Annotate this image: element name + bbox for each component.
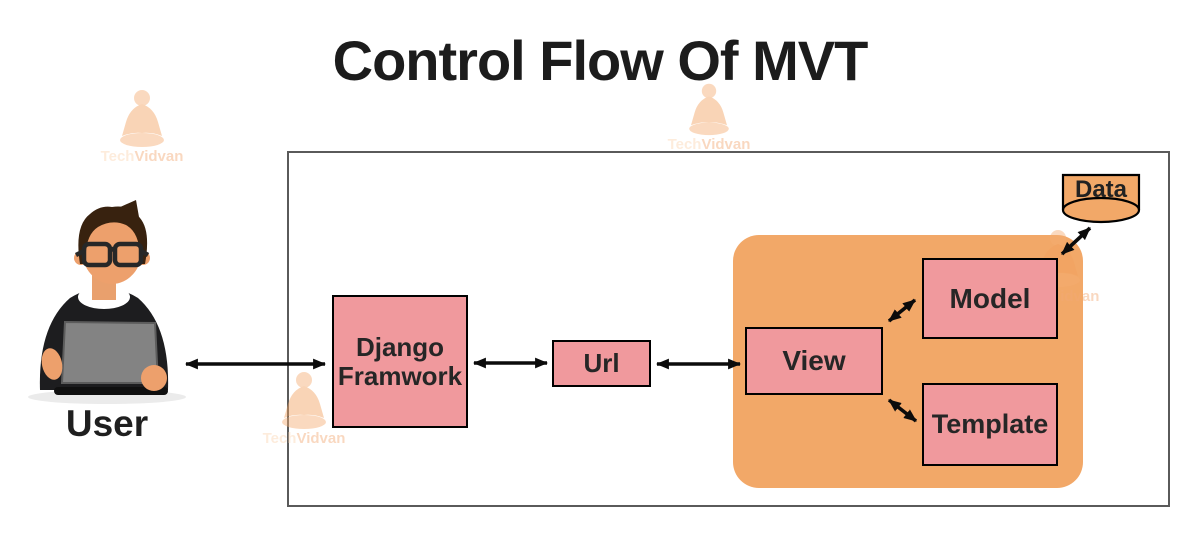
node-view-label: View	[782, 345, 846, 376]
user-hair-quiff	[118, 200, 139, 217]
node-data-label: Data	[1074, 176, 1128, 203]
diagram-title: Control Flow Of MVT	[332, 29, 869, 92]
node-django-framework-line2: Framwork	[337, 360, 463, 391]
node-url-label: Url	[583, 348, 620, 378]
user-hair	[78, 206, 148, 264]
user-glasses	[74, 241, 150, 268]
laptop-base	[54, 387, 168, 395]
user-label: User	[65, 403, 149, 444]
database-cylinder-icon	[1061, 173, 1141, 224]
techvidvan-watermark: TechVidvan	[96, 88, 188, 165]
node-template: Template	[922, 383, 1058, 466]
techvidvan-watermark-text: TechVidvan	[100, 148, 184, 165]
user-hand-left	[41, 348, 63, 380]
node-model-label: Model	[949, 282, 1031, 314]
techvidvan-watermark-figure	[120, 90, 164, 147]
node-view: View	[745, 327, 883, 395]
node-data-store: Data	[1059, 172, 1143, 226]
node-django-framework-line1: Django	[355, 331, 445, 362]
node-url: Url	[552, 340, 651, 387]
user-hand-right	[141, 365, 167, 391]
node-django-framework: Django Framwork	[332, 295, 468, 428]
node-model: Model	[922, 258, 1058, 339]
diagram-frame	[287, 151, 1170, 507]
user-illustration	[28, 200, 186, 404]
node-template-label: Template	[931, 409, 1049, 439]
